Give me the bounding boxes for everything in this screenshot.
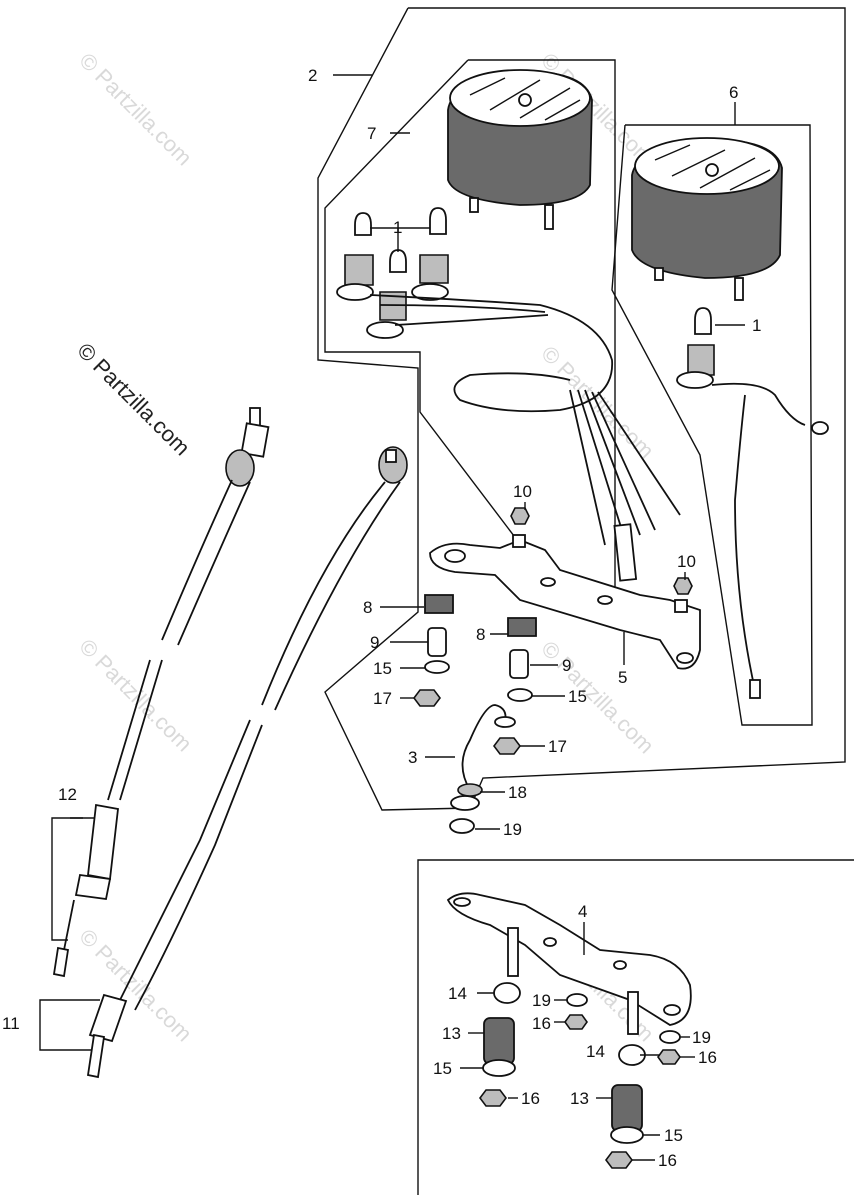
callout-1: 1 <box>393 218 402 237</box>
callout-1: 1 <box>752 316 761 335</box>
watermark: © Partzilla.com <box>74 48 197 171</box>
callout-4: 4 <box>578 902 587 921</box>
callout-9: 9 <box>370 633 379 652</box>
callout-14: 14 <box>586 1042 605 1061</box>
callout-10: 10 <box>513 482 532 501</box>
outline-item-6 <box>611 124 813 726</box>
callout-8: 8 <box>363 598 372 617</box>
bracket-4 <box>446 892 692 1035</box>
callout-16: 16 <box>658 1151 677 1170</box>
callout-17: 17 <box>548 737 567 756</box>
tach-bulb <box>676 307 829 699</box>
callout-19: 19 <box>503 820 522 839</box>
callouts: 2 7 6 1 1 10 10 8 9 15 17 8 9 15 17 5 3 … <box>2 66 761 1170</box>
callout-17: 17 <box>373 689 392 708</box>
callout-7: 7 <box>367 124 376 143</box>
callout-8: 8 <box>476 625 485 644</box>
meter-cables <box>52 407 408 1079</box>
callout-5: 5 <box>618 668 627 687</box>
callout-15: 15 <box>568 687 587 706</box>
outline-item-7 <box>324 59 616 591</box>
speedometer-housing <box>447 69 593 230</box>
hardware-lower <box>479 982 681 1169</box>
callout-6: 6 <box>729 83 738 102</box>
tachometer-housing <box>631 137 783 301</box>
callout-15: 15 <box>664 1126 683 1145</box>
callout-16: 16 <box>521 1089 540 1108</box>
watermark-dark: © Partzilla.com <box>72 338 195 461</box>
callout-11: 11 <box>2 1014 20 1033</box>
callout-3: 3 <box>408 748 417 767</box>
watermark: © Partzilla.com <box>74 634 197 757</box>
bracket-5 <box>429 534 701 670</box>
callout-16: 16 <box>532 1014 551 1033</box>
speedo-bulbs <box>336 207 681 582</box>
callout-10: 10 <box>677 552 696 571</box>
callout-19: 19 <box>532 991 551 1010</box>
callout-12: 12 <box>58 785 77 804</box>
watermark: © Partzilla.com <box>536 341 659 464</box>
outline-lower-inset <box>417 859 854 1195</box>
hardware-upper <box>413 507 693 834</box>
callout-13: 13 <box>442 1024 461 1043</box>
callout-16: 16 <box>698 1048 717 1067</box>
leader-lines <box>39 74 745 1161</box>
callout-19: 19 <box>692 1028 711 1047</box>
callout-18: 18 <box>508 783 527 802</box>
callout-2: 2 <box>308 66 317 85</box>
callout-9: 9 <box>562 656 571 675</box>
callout-15: 15 <box>433 1059 452 1078</box>
outline-item-2 <box>317 7 846 811</box>
callout-14: 14 <box>448 984 467 1003</box>
callout-15: 15 <box>373 659 392 678</box>
callout-13: 13 <box>570 1089 589 1108</box>
